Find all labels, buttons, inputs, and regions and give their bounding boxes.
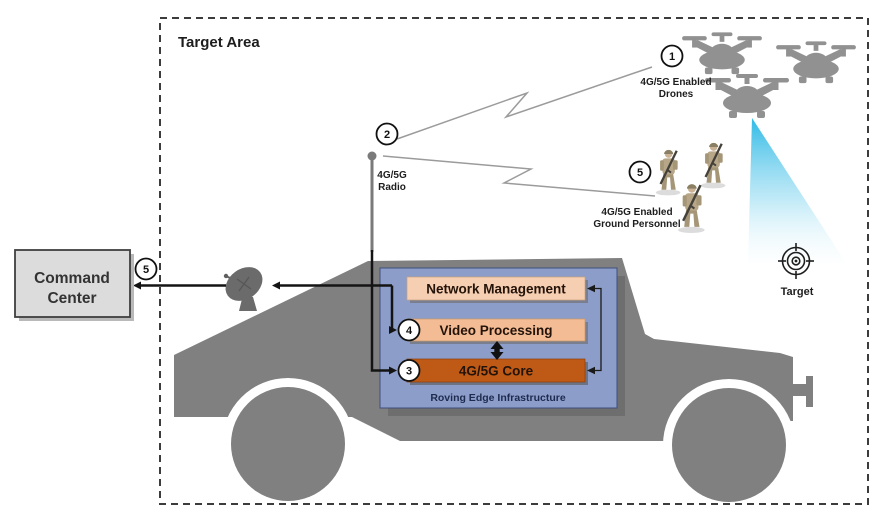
radio-label-line1: 4G/5G — [377, 170, 407, 181]
arrowhead-into-dish — [272, 281, 280, 290]
step-markers: 1 2 3 4 5 5 — [134, 44, 684, 382]
panel-title: Roving Edge Infrastructure — [430, 392, 566, 404]
drone-icon — [776, 41, 856, 84]
marker-2-radio: 2 — [375, 122, 399, 146]
drone-swarm — [682, 32, 856, 118]
radio-label-line2: Radio — [378, 182, 406, 193]
front-wheel — [672, 388, 786, 502]
arrowhead-into-network-management — [587, 284, 595, 293]
satellite-dish-icon — [223, 267, 263, 311]
arrowhead-into-circle3 — [389, 366, 397, 375]
marker-1-drones: 1 — [660, 44, 684, 68]
command-center-title-line1: Command — [34, 270, 110, 287]
personnel-label-line2: Ground Personnel — [593, 219, 680, 230]
soldier-icon — [699, 141, 727, 190]
lightning-link-drones-icon — [396, 66, 653, 140]
svg-text:1: 1 — [669, 51, 675, 63]
radio-to-core-line — [370, 250, 390, 372]
svg-text:3: 3 — [406, 366, 412, 378]
marker-4-video-processing: 4 — [397, 318, 421, 342]
arrowhead-into-command-center — [133, 281, 141, 290]
marker-5-ground-personnel: 5 — [628, 160, 652, 184]
target-crosshair-icon — [778, 243, 814, 279]
drones-label-line1: 4G/5G Enabled — [640, 77, 711, 88]
lightning-link-personnel-icon — [382, 155, 656, 197]
radio-antenna-icon — [367, 151, 377, 252]
arrowhead-into-core — [587, 366, 595, 375]
marker-5-command-center: 5 — [134, 257, 158, 281]
svg-text:5: 5 — [143, 264, 149, 276]
marker-3-core: 3 — [397, 359, 421, 382]
core-label: 4G/5G Core — [459, 364, 534, 379]
command-center-rect — [14, 249, 131, 318]
svg-text:5: 5 — [637, 167, 643, 179]
svg-text:2: 2 — [384, 129, 390, 141]
personnel-label-line1: 4G/5G Enabled — [601, 207, 672, 218]
target-area-boundary — [159, 17, 869, 505]
soldier-icon — [654, 148, 682, 197]
command-center-title-line2: Center — [47, 290, 96, 307]
roving-edge-panel: Network Management Video Processing 4G/5… — [379, 267, 625, 416]
network-management-label: Network Management — [426, 282, 566, 297]
nm-core-connector — [587, 284, 602, 375]
bidirectional-arrow-icon — [490, 341, 504, 360]
video-processing-label: Video Processing — [439, 323, 552, 338]
drones-label-line2: Drones — [659, 89, 694, 100]
sensor-beam — [748, 118, 846, 263]
drone-icon — [705, 74, 789, 118]
svg-text:4: 4 — [406, 325, 413, 337]
target-area-label: Target Area — [178, 34, 260, 51]
wireless-links — [382, 66, 656, 197]
arrowhead-into-circle4 — [389, 326, 397, 334]
command-center-box: Command Center — [14, 249, 134, 321]
network-management-box — [406, 276, 586, 301]
rear-wheel — [231, 387, 345, 501]
drone-icon — [682, 32, 762, 75]
target-label: Target — [781, 286, 814, 298]
soldier-icon — [676, 182, 706, 235]
